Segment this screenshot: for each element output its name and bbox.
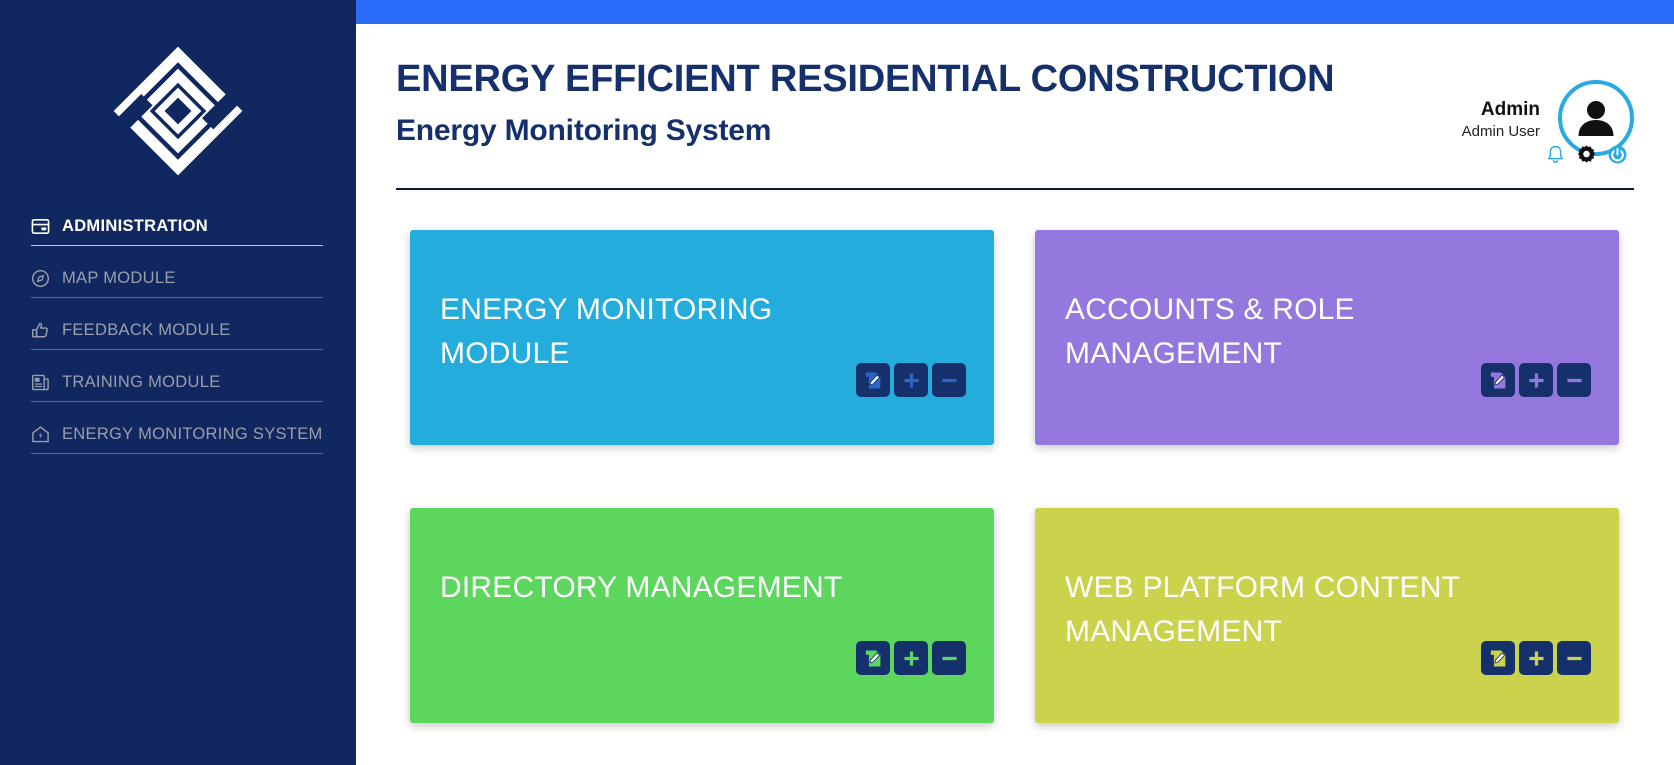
card-energy-monitoring-module[interactable]: ENERGY MONITORING MODULE (410, 230, 994, 445)
edit-icon[interactable] (1481, 363, 1515, 397)
minus-icon[interactable] (932, 641, 966, 675)
sidebar-item-label: ENERGY MONITORING SYSTEM (62, 425, 323, 443)
card-actions (1481, 641, 1591, 675)
power-icon[interactable] (1607, 144, 1628, 165)
header-action-icons (1545, 144, 1628, 165)
gear-icon[interactable] (1576, 144, 1597, 165)
avatar[interactable] (1558, 80, 1634, 156)
card-actions (1481, 363, 1591, 397)
page-title: ENERGY EFFICIENT RESIDENTIAL CONSTRUCTIO… (396, 58, 1335, 100)
card-title: ENERGY MONITORING MODULE (440, 293, 773, 371)
sidebar-item-energy-monitoring-system[interactable]: ENERGY MONITORING SYSTEM (31, 420, 323, 454)
minus-icon[interactable] (932, 363, 966, 397)
sidebar-item-map-module[interactable]: MAP MODULE (31, 264, 323, 298)
user-block: Admin Admin User (1462, 80, 1634, 156)
card-title: WEB PLATFORM CONTENT MANAGEMENT (1065, 571, 1460, 649)
minus-icon[interactable] (1557, 641, 1591, 675)
sidebar-item-label: ADMINISTRATION (62, 217, 208, 235)
user-text: Admin Admin User (1462, 80, 1540, 141)
plus-icon[interactable] (1519, 363, 1553, 397)
window-panel-icon (31, 217, 50, 236)
sidebar: ADMINISTRATION MAP MODULE (0, 0, 356, 765)
card-accounts-role-management[interactable]: ACCOUNTS & ROLE MANAGEMENT (1035, 230, 1619, 445)
card-actions (856, 363, 966, 397)
top-accent-bar (356, 0, 1674, 24)
house-bolt-icon (31, 425, 50, 444)
card-directory-management[interactable]: DIRECTORY MANAGEMENT (410, 508, 994, 723)
user-role: Admin User (1461, 122, 1540, 140)
user-avatar-icon (1578, 101, 1614, 136)
bell-icon[interactable] (1545, 144, 1566, 165)
page-header: ENERGY EFFICIENT RESIDENTIAL CONSTRUCTIO… (396, 58, 1634, 195)
card-actions (856, 641, 966, 675)
logo (0, 36, 356, 186)
title-block: ENERGY EFFICIENT RESIDENTIAL CONSTRUCTIO… (396, 58, 1335, 148)
sidebar-item-label: TRAINING MODULE (62, 373, 221, 391)
card-web-platform-content-management[interactable]: WEB PLATFORM CONTENT MANAGEMENT (1035, 508, 1619, 723)
plus-icon[interactable] (1519, 641, 1553, 675)
nested-diamond-logo-icon (112, 46, 243, 176)
sidebar-nav: ADMINISTRATION MAP MODULE (31, 212, 323, 472)
news-document-icon (31, 373, 50, 392)
edit-icon[interactable] (856, 363, 890, 397)
thumbs-up-icon (31, 321, 50, 340)
card-title: ACCOUNTS & ROLE MANAGEMENT (1065, 293, 1355, 371)
user-name: Admin (1480, 99, 1540, 120)
module-card-grid: ENERGY MONITORING MODULE (410, 230, 1634, 723)
edit-icon[interactable] (1481, 641, 1515, 675)
sidebar-item-training-module[interactable]: TRAINING MODULE (31, 368, 323, 402)
header-divider (396, 188, 1634, 190)
compass-icon (31, 269, 50, 288)
plus-icon[interactable] (894, 641, 928, 675)
sidebar-item-administration[interactable]: ADMINISTRATION (31, 212, 323, 246)
page-subtitle: Energy Monitoring System (396, 113, 772, 147)
plus-icon[interactable] (894, 363, 928, 397)
card-title: DIRECTORY MANAGEMENT (440, 571, 843, 604)
sidebar-item-label: MAP MODULE (62, 269, 176, 287)
edit-icon[interactable] (856, 641, 890, 675)
minus-icon[interactable] (1557, 363, 1591, 397)
sidebar-item-label: FEEDBACK MODULE (62, 321, 231, 339)
sidebar-item-feedback-module[interactable]: FEEDBACK MODULE (31, 316, 323, 350)
